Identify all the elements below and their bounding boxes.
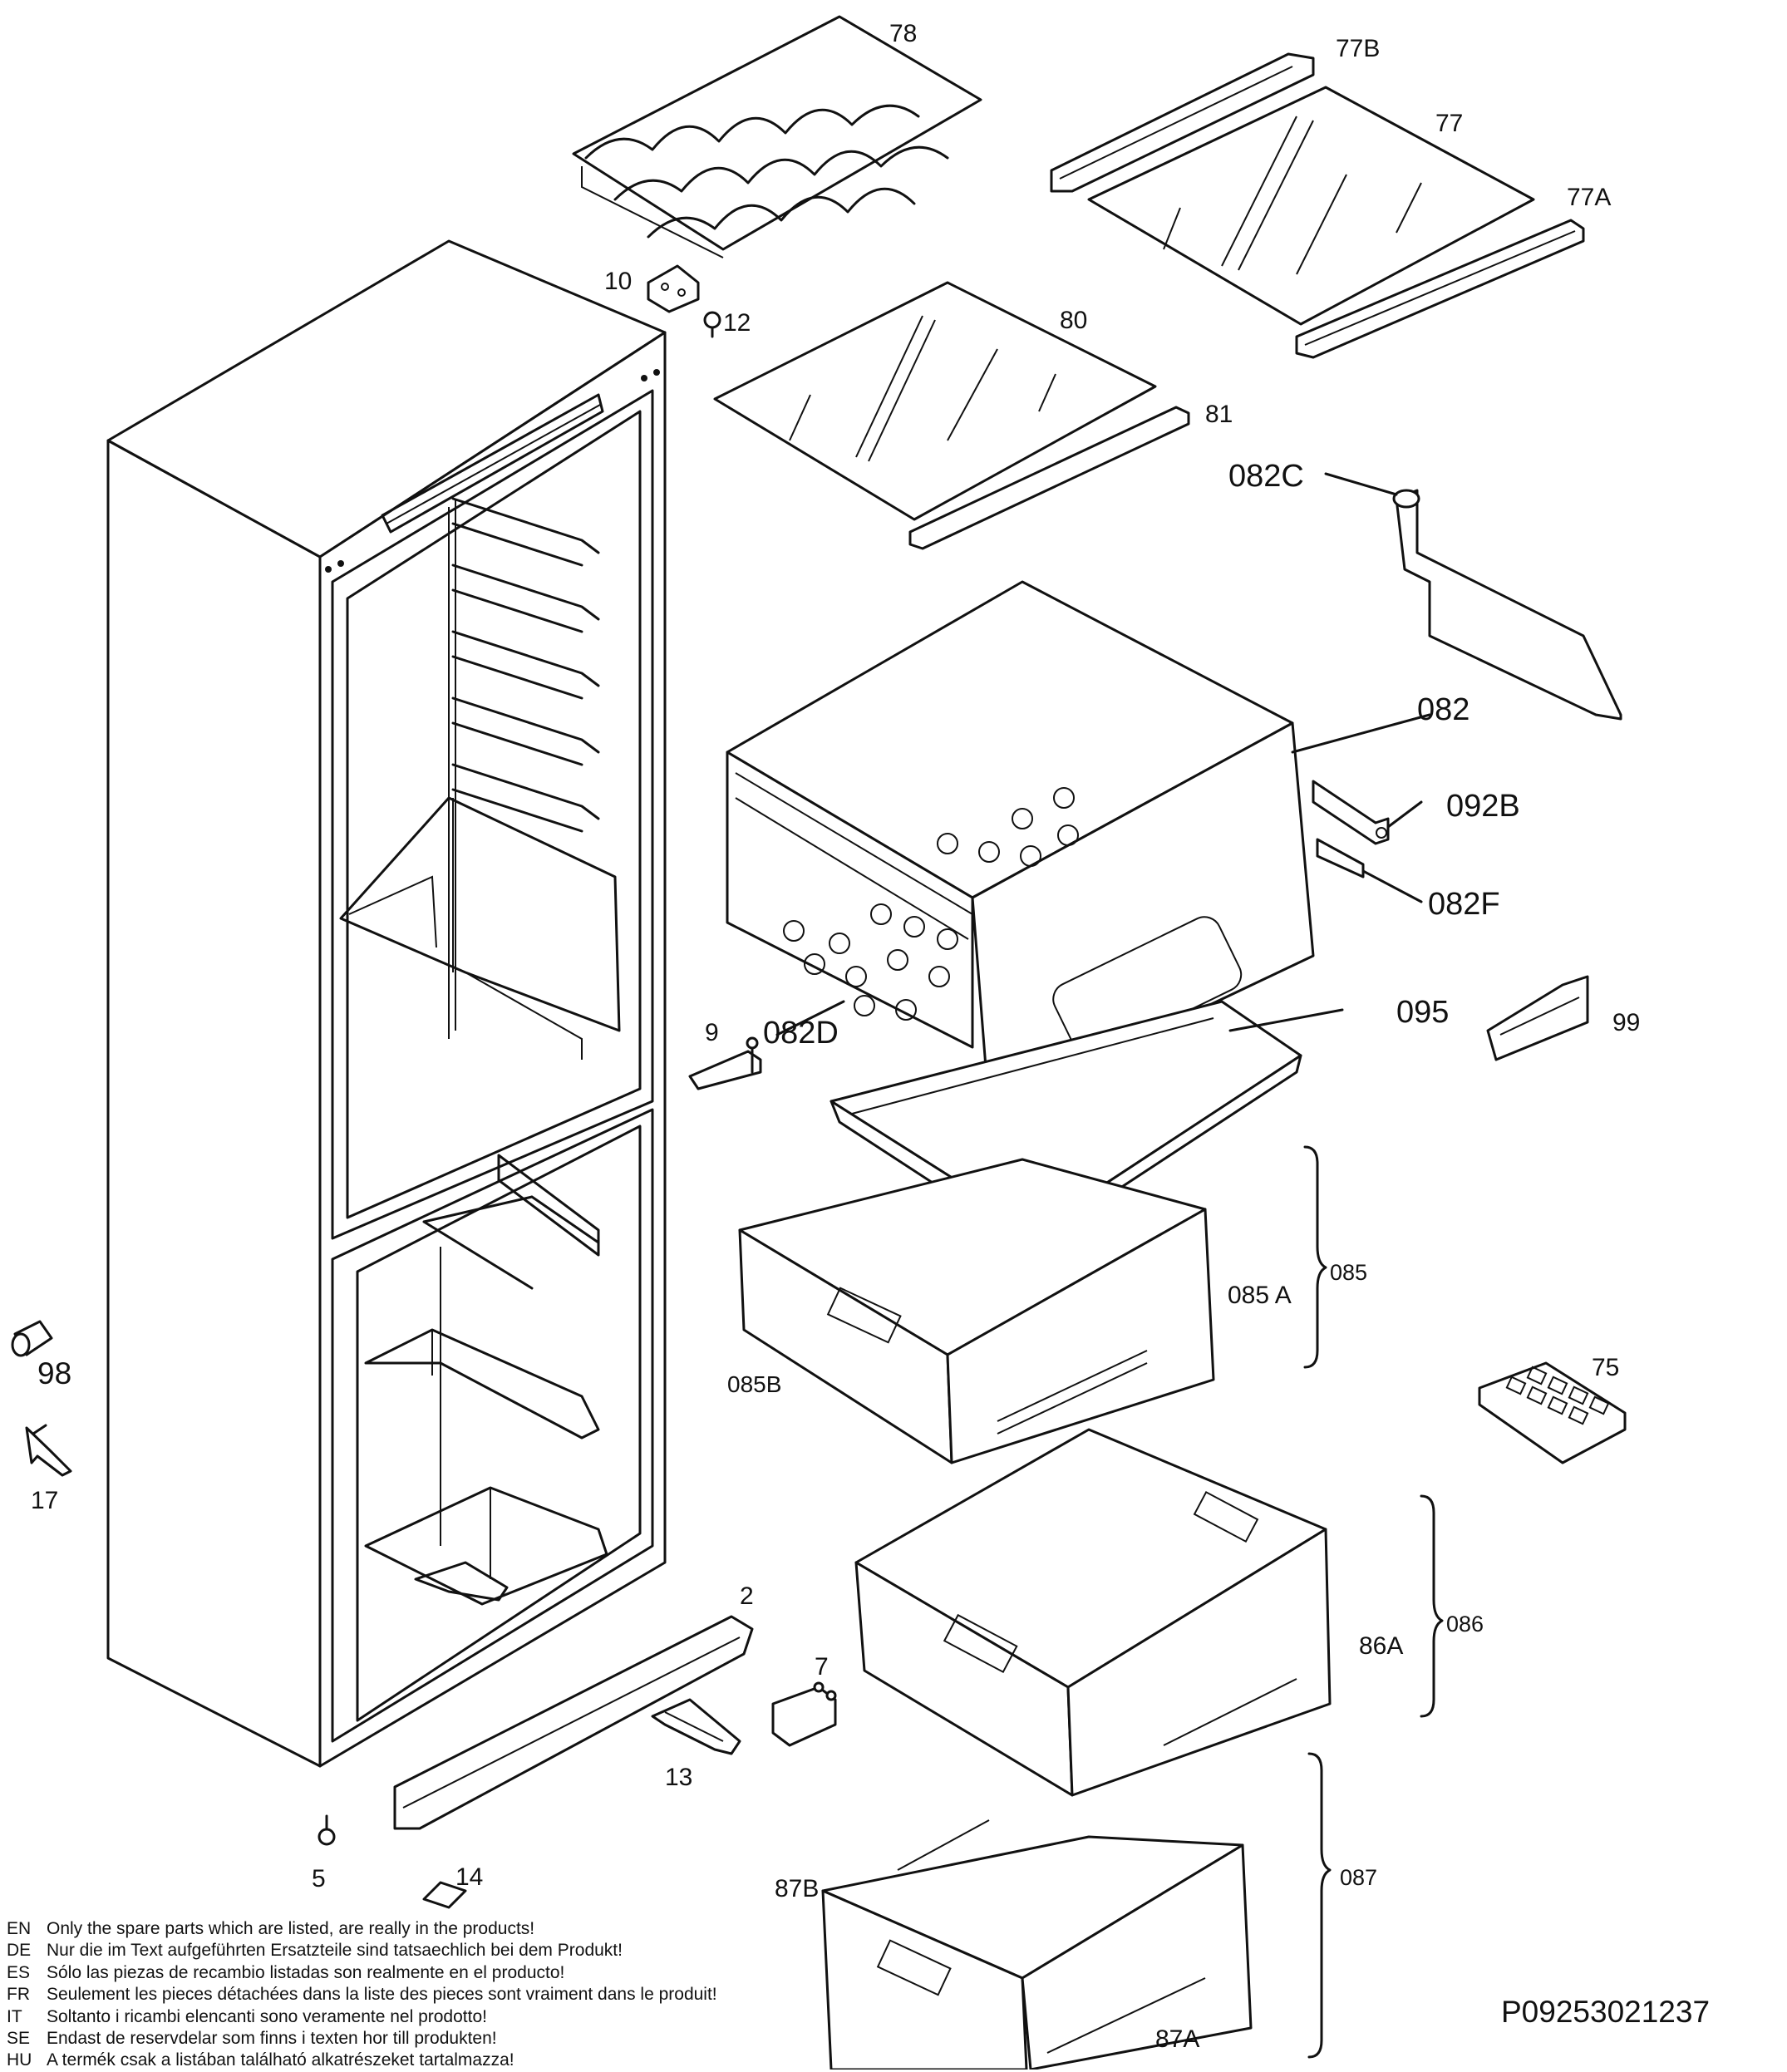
fridge-cabinet [106, 239, 667, 1768]
part-17 [25, 1424, 72, 1477]
label-14: 14 [455, 1863, 483, 1891]
label-78: 78 [889, 20, 917, 47]
label-13: 13 [665, 1764, 692, 1791]
label-082C: 082C [1228, 459, 1304, 494]
ice-tray-75 [1478, 1361, 1627, 1464]
screw-5 [318, 1814, 336, 1846]
drawer-085 [738, 1158, 1215, 1464]
part-2 [393, 1615, 754, 1830]
label-2: 2 [740, 1582, 754, 1610]
label-7: 7 [815, 1653, 829, 1681]
glass-shelf-77 [1087, 86, 1535, 326]
label-80: 80 [1060, 307, 1087, 334]
label-77B: 77B [1336, 35, 1380, 62]
screw-12 [703, 311, 721, 338]
label-87B: 87B [775, 1875, 819, 1902]
part-7 [771, 1681, 837, 1747]
brace-085 [1303, 1145, 1327, 1369]
note-it: IT Soltanto i ricambi elencanti sono ver… [7, 2006, 487, 2026]
label-5: 5 [312, 1865, 326, 1892]
label-087: 087 [1340, 1865, 1377, 1890]
label-17: 17 [31, 1487, 58, 1514]
label-085B: 085B [727, 1371, 781, 1397]
label-082F: 082F [1428, 887, 1500, 922]
label-77A: 77A [1567, 184, 1611, 211]
part-13 [651, 1698, 741, 1755]
drawer-086 [854, 1428, 1332, 1797]
brace-086 [1420, 1494, 1444, 1718]
label-81: 81 [1205, 401, 1233, 428]
label-87A: 87A [1155, 2025, 1199, 2053]
part-14 [422, 1881, 467, 1909]
label-082: 082 [1417, 692, 1469, 727]
bracket-10 [647, 264, 700, 313]
document-number: P09253021237 [1501, 1995, 1711, 2029]
drawer-087 [821, 1819, 1253, 2070]
label-086: 086 [1446, 1612, 1484, 1636]
part-99 [1486, 975, 1589, 1061]
label-99: 99 [1612, 1009, 1640, 1036]
label-86A: 86A [1359, 1632, 1403, 1660]
label-092B: 092B [1446, 789, 1520, 824]
label-12: 12 [723, 309, 751, 337]
brace-087 [1307, 1752, 1332, 2059]
label-085A: 085 A [1228, 1282, 1292, 1309]
label-77: 77 [1435, 110, 1463, 137]
rail-092B [1312, 780, 1423, 845]
label-082D: 082D [763, 1016, 839, 1051]
hinge-9 [688, 1036, 762, 1090]
label-75: 75 [1592, 1354, 1619, 1381]
label-9: 9 [705, 1019, 719, 1046]
label-10: 10 [604, 268, 632, 295]
shelf-trim-77A [1295, 219, 1585, 359]
label-095: 095 [1396, 995, 1449, 1030]
shelf-trim-81 [908, 406, 1190, 550]
label-085: 085 [1330, 1260, 1367, 1285]
drawer-082 [726, 580, 1431, 1111]
label-98: 98 [37, 1356, 71, 1390]
wine-rack-78 [572, 15, 982, 258]
rail-082F [1316, 838, 1423, 903]
part-98 [11, 1320, 53, 1357]
shelf-trim-77B [1050, 52, 1315, 193]
divider-082C [1324, 472, 1622, 721]
glass-shelf-80 [713, 281, 1157, 521]
